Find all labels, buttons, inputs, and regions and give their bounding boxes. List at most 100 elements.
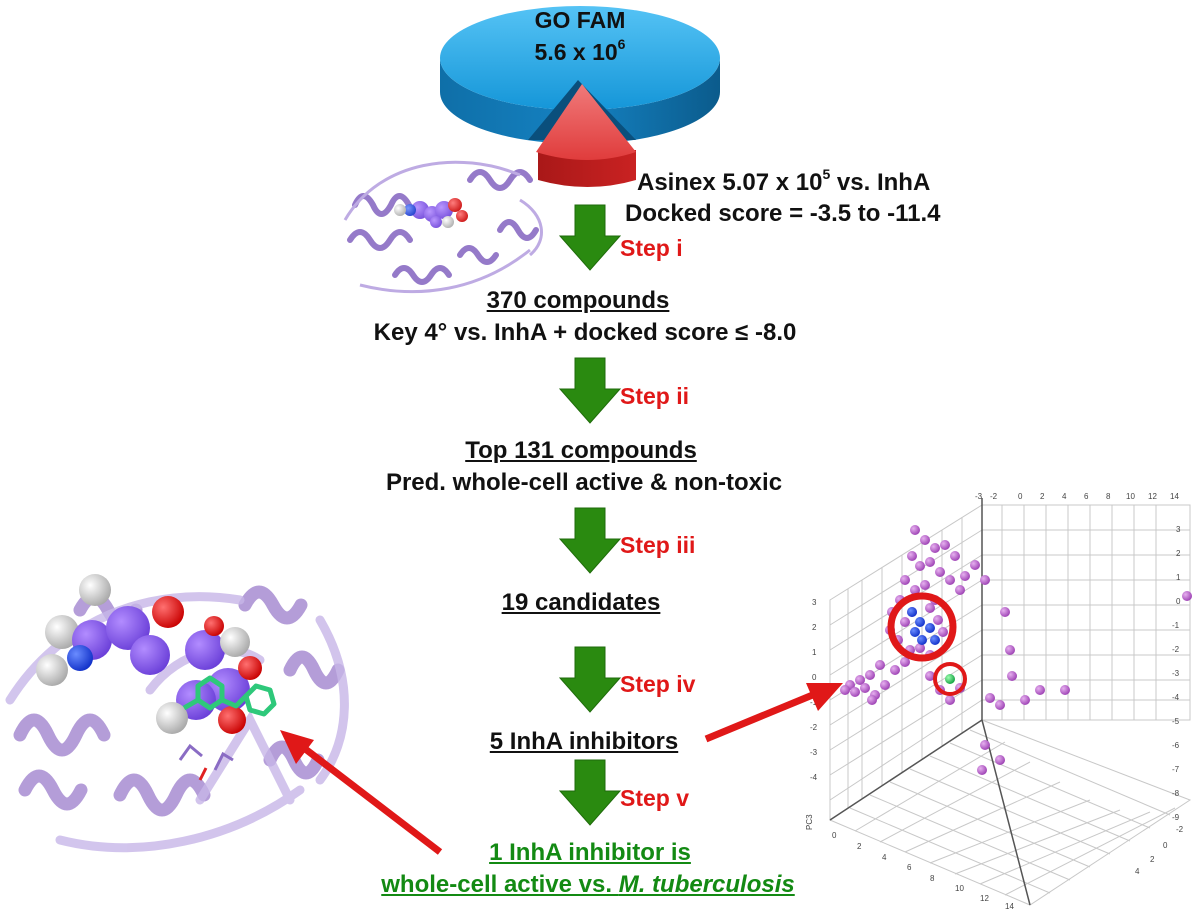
scatter-point [900,617,910,627]
go-fam-pie [440,6,720,187]
scatter-point [1182,591,1192,601]
scatter-point [977,765,987,775]
tick-right-0: 3 [1176,525,1181,534]
tick-right-6: -3 [1172,669,1180,678]
tick-right-3: 0 [1176,597,1181,606]
tick-left-1: 2 [812,623,817,632]
cluster-highlight-small [933,662,967,696]
inhibitor-point [925,623,935,633]
tick-bottom-3: 6 [907,863,912,872]
scatter-point [945,695,955,705]
tick-bottom-0: 0 [832,831,837,840]
tick-left-7: -4 [810,773,818,782]
scatter-point [1007,671,1017,681]
scatter-point [935,567,945,577]
scatter-point [955,585,965,595]
tick-bottom-5: 10 [955,884,964,893]
final-line1: 1 InhA inhibitor is [489,839,691,866]
tick-left-2: 1 [812,648,817,657]
scatter-point [1000,607,1010,617]
scatter-point [907,551,917,561]
tick-right-10: -7 [1172,765,1180,774]
asinex-wedge-side [538,150,636,187]
scatter-point [915,643,925,653]
scatter-point [867,695,877,705]
scatter-point [960,571,970,581]
asinex-exp: 5 [822,166,831,182]
scatter-point [945,575,955,585]
scatter-point [995,700,1005,710]
arrow-to-plot [704,690,817,743]
tick-top-5: 6 [1084,492,1089,501]
final-line2-prefix: whole-cell active vs. [381,871,619,898]
tick-right-12: -9 [1172,813,1180,822]
tick-left-4: -1 [810,698,818,707]
stage-19-title: 19 candidates [501,589,661,616]
scatter-point [850,687,860,697]
scatter-point [910,585,920,595]
scatter-point [865,670,875,680]
step-arrow-ii [558,357,622,424]
step-arrows [558,204,622,826]
tick-bottom-right-2: 0 [1163,841,1168,850]
scatter-point [938,627,948,637]
inhibitor-point [907,607,917,617]
asinex-wedge [536,84,636,160]
tick-right-1: 2 [1176,549,1181,558]
tick-right-7: -4 [1172,693,1180,702]
tick-top-3: 2 [1040,492,1045,501]
protein-thumbnail [343,160,543,294]
tick-top-6: 8 [1106,492,1111,501]
pie-count: 5.6 x 106 [534,36,626,66]
arrow-to-protein [301,745,443,855]
pie-count-base: 5.6 x 10 [534,39,618,65]
tick-right-9: -6 [1172,741,1180,750]
inhibitor-point [930,635,940,645]
inhibitor-point [917,635,927,645]
tick-bottom-7: 14 [1005,902,1014,911]
step-label-v: Step v [620,785,690,811]
scatter-point [890,665,900,675]
pie-title: GO FAM [534,7,626,33]
inhibitor-point [910,627,920,637]
pie-count-exp: 6 [617,36,626,53]
tick-bottom-right-1: 2 [1150,855,1155,864]
stage-131-sub: Pred. whole-cell active & non-toxic [385,469,783,496]
pie-top [440,6,720,110]
scatter-point [933,615,943,625]
step-arrow-i [558,204,622,271]
scatter-point [930,543,940,553]
step-label-iv: Step iv [620,671,696,697]
tick-bottom-2: 4 [882,853,887,862]
scatter-point [970,560,980,570]
scatter-point [880,680,890,690]
step-arrow-iii [558,507,622,574]
scatter-point [925,557,935,567]
scatter-point [985,693,995,703]
tick-bottom-right-0: 4 [1135,867,1140,876]
asinex-suffix: vs. InhA [830,169,931,196]
tick-bottom-6: 12 [980,894,989,903]
tick-left-5: -2 [810,723,818,732]
scatter-point [855,675,865,685]
pca-3d-plot: -3 -2 0 2 4 6 8 10 12 14 3 2 1 0 -1 -2 -… [805,492,1192,911]
tick-bottom-4: 8 [930,874,935,883]
scatter-point [860,683,870,693]
stage-370-title: 370 compounds [486,287,670,314]
tick-left-0: 3 [812,598,817,607]
tick-top-0: -3 [975,492,983,501]
scatter-point [925,671,935,681]
tick-top-4: 4 [1062,492,1067,501]
red-arrows [280,683,843,855]
tick-top-8: 12 [1148,492,1157,501]
scatter-point [840,685,850,695]
stage-131-title: Top 131 compounds [465,437,697,464]
tick-right-4: -1 [1172,621,1180,630]
tick-left-6: -3 [810,748,818,757]
scatter-point [1035,685,1045,695]
scatter-point [920,580,930,590]
scatter-point [920,535,930,545]
step-arrow-iv [558,646,622,713]
scatter-point [910,525,920,535]
active-inhibitor-point [945,674,955,684]
